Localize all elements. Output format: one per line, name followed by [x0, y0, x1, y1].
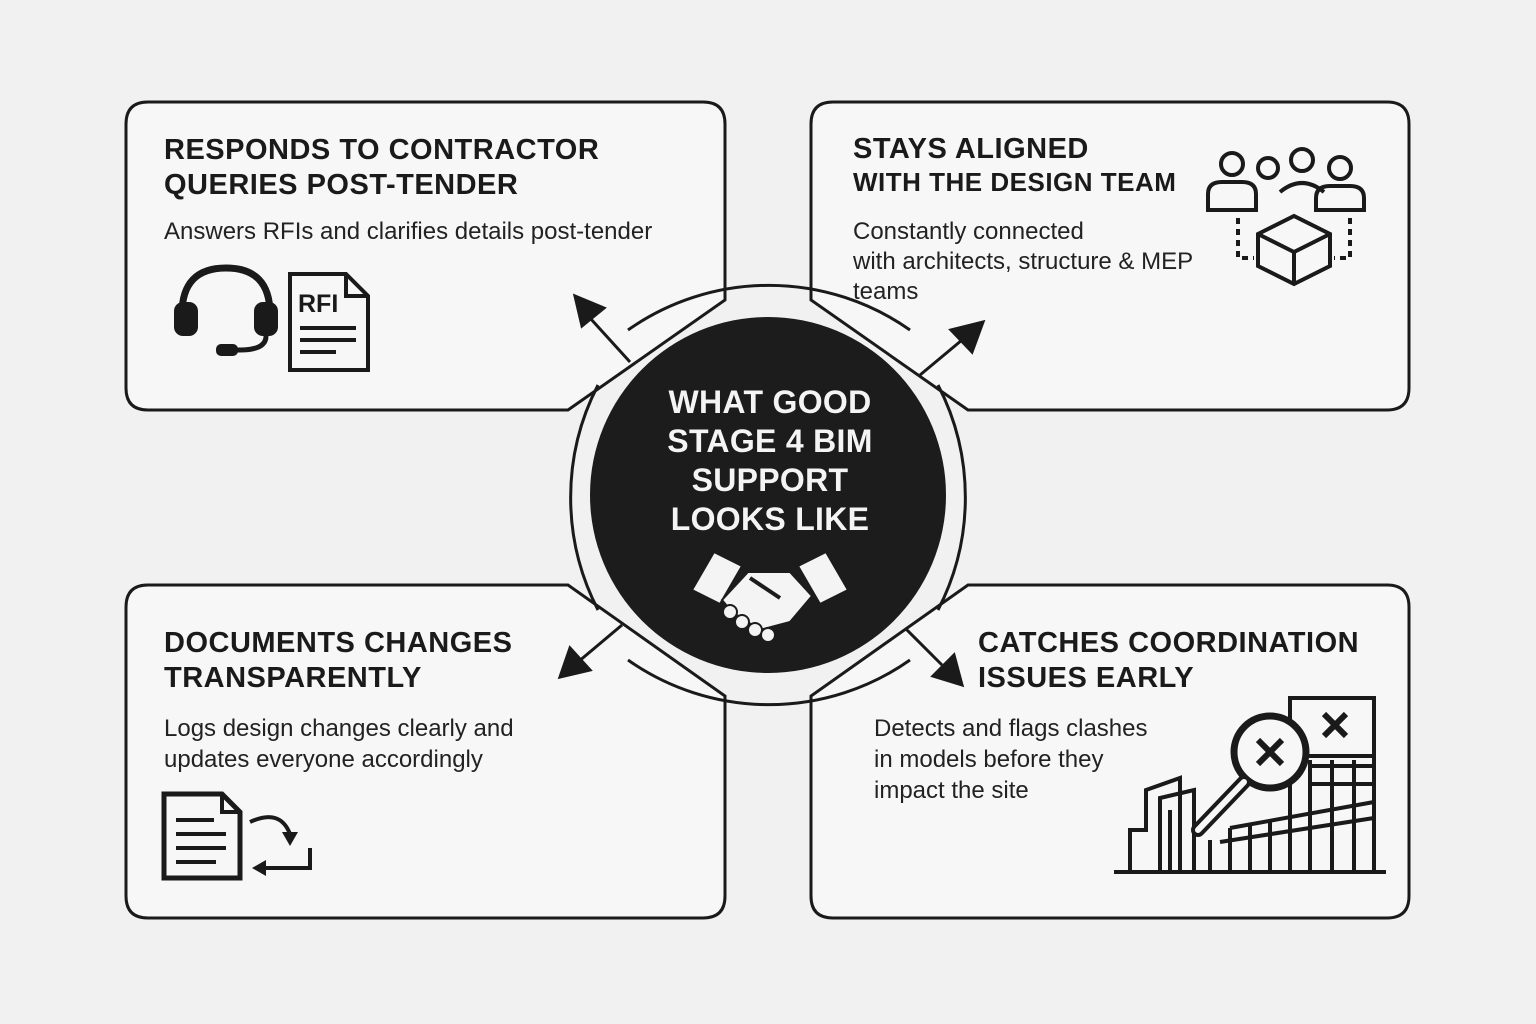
card-desc-line: Constantly connected: [853, 218, 1084, 245]
card-title-line: RESPONDS TO CONTRACTOR: [164, 134, 600, 166]
card-bottom-right-desc: Detects and flags clashes in models befo…: [874, 713, 1147, 806]
card-desc-line: in models before they: [874, 746, 1104, 773]
arrow-bottom-left: [557, 623, 623, 680]
card-title-line: DOCUMENTS CHANGES: [164, 627, 513, 659]
card-top-left-title: RESPONDS TO CONTRACTOR QUERIES POST-TEND…: [164, 133, 599, 203]
arrow-bottom-right: [903, 626, 965, 688]
card-title-line: QUERIES POST-TENDER: [164, 169, 519, 201]
card-top-left-desc: Answers RFIs and clarifies details post-…: [164, 216, 652, 247]
clash-detection-icon: [1114, 696, 1386, 874]
center-title-line: LOOKS LIKE: [670, 501, 870, 537]
card-bottom-right-title: CATCHES COORDINATION ISSUES EARLY: [978, 626, 1359, 696]
ring-arc-right: [936, 384, 967, 611]
card-desc-line: Answers RFIs and clarifies details post-…: [164, 218, 653, 245]
card-desc-line: with architects, structure & MEP: [853, 248, 1194, 275]
handshake-icon: [690, 550, 850, 643]
card-title-line: STAYS ALIGNED: [853, 133, 1089, 165]
headset-icon: [174, 264, 278, 356]
rfi-label: RFI: [298, 290, 338, 318]
document-update-icon: [161, 791, 312, 881]
card-desc-line: Detects and flags clashes: [874, 715, 1148, 742]
card-desc-line: updates everyone accordingly: [164, 746, 483, 773]
card-title-line: TRANSPARENTLY: [164, 662, 422, 694]
ring-arc-left: [569, 384, 600, 611]
arrow-top-right: [919, 319, 986, 377]
card-bottom-left-title: DOCUMENTS CHANGES TRANSPARENTLY: [164, 626, 512, 696]
card-top-right-title: STAYS ALIGNED WITH THE DESIGN TEAM: [853, 133, 1176, 199]
arrow-top-left: [572, 293, 632, 364]
card-desc-line: teams: [853, 278, 919, 305]
center-title-line: STAGE 4 BIM: [667, 423, 873, 459]
card-title-line: ISSUES EARLY: [978, 662, 1195, 694]
center-title-line: SUPPORT: [691, 462, 849, 498]
center-title-line: WHAT GOOD: [668, 384, 872, 420]
rfi-document-icon: RFI: [288, 272, 370, 372]
team-cube-icon: [1206, 147, 1366, 287]
ring-arc-bottom: [627, 658, 911, 707]
ring-arc-top: [627, 283, 911, 332]
card-title-line: WITH THE DESIGN TEAM: [853, 167, 1177, 197]
card-desc-line: Logs design changes clearly and: [164, 715, 514, 742]
card-top-left-frame: [124, 100, 727, 412]
center-title: WHAT GOOD STAGE 4 BIM SUPPORT LOOKS LIKE: [620, 383, 920, 539]
card-bottom-left-desc: Logs design changes clearly and updates …: [164, 713, 514, 775]
card-top-right-desc: Constantly connected with architects, st…: [853, 217, 1193, 307]
card-title-line: CATCHES COORDINATION: [978, 627, 1360, 659]
center-circle: [590, 317, 946, 673]
card-desc-line: impact the site: [874, 777, 1029, 804]
